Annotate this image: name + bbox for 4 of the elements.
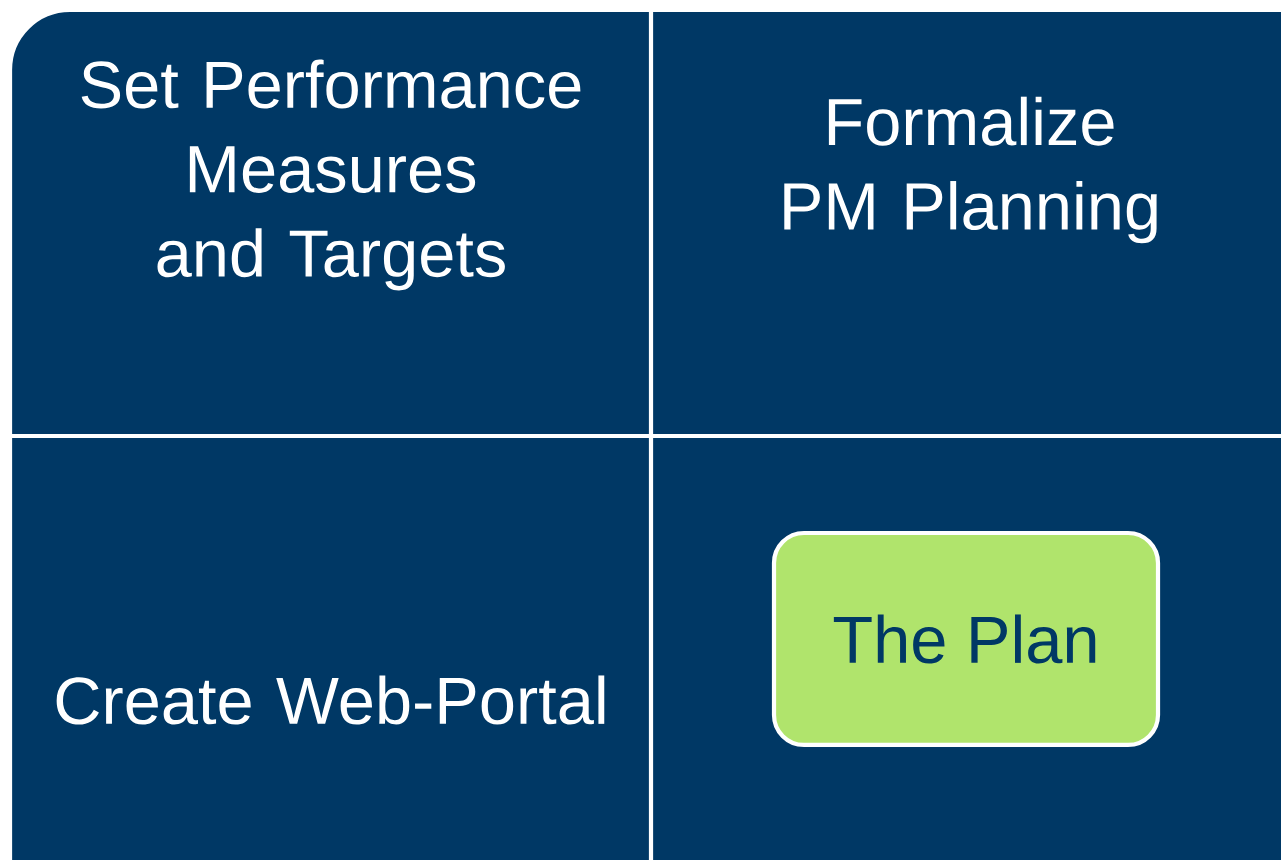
quadrant-label: Formalize PM Planning — [784, 96, 1157, 244]
plan-box: The Plan — [771, 530, 1161, 748]
quadrant-label: Create Web-Portal — [56, 675, 605, 725]
quadrant-label: Set Performance Measures and Targets — [81, 59, 581, 291]
